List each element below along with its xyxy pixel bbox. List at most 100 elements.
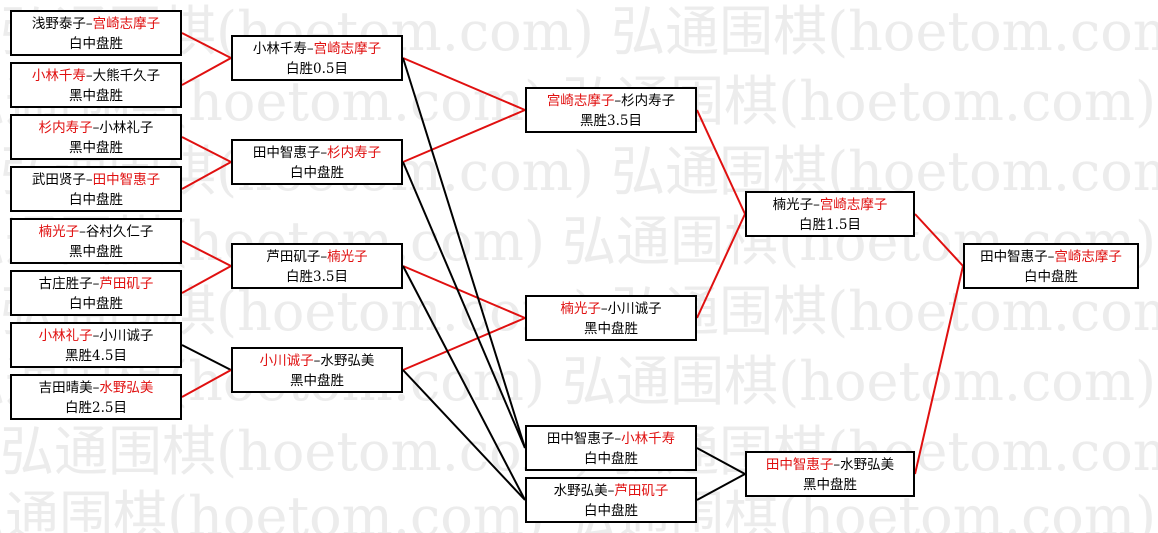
player-name: 水野弘美 [553, 483, 608, 499]
connector-r3m2-r4m1 [696, 213, 746, 319]
vs-dash: – [92, 328, 100, 344]
match-result: 黑中盘胜 [803, 477, 857, 493]
connector-r1m4-r2m2 [181, 161, 232, 190]
connector-r1m6-r2m3 [181, 265, 232, 294]
player-name: 芦田矶子 [99, 276, 154, 292]
connector-r4m2-r5m1 [914, 265, 964, 475]
player-name: 谷村久仁子 [85, 224, 154, 240]
match-players: 古庄胜子–芦田矶子 [12, 274, 180, 294]
player-name: 小林千寿 [252, 41, 307, 57]
match-box-r3m4: 水野弘美–芦田矶子白中盘胜 [525, 477, 697, 523]
match-result: 黑中盘胜 [69, 244, 123, 260]
connector-r1m2-r2m1 [181, 57, 232, 86]
player-name: 田中智惠子 [980, 249, 1048, 265]
match-result: 白中盘胜 [69, 192, 123, 208]
vs-dash: – [92, 276, 100, 292]
match-players: 杉内寿子–小林礼子 [12, 118, 180, 138]
player-name: 小川诚子 [607, 301, 662, 317]
player-name: 楠光子 [327, 249, 368, 265]
connector-r2m3-r3m2 [402, 265, 526, 319]
match-box-r1m2: 小林千寿–大熊千久子黑中盘胜 [10, 62, 182, 108]
match-box-r3m3: 田中智惠子–小林千寿白中盘胜 [525, 425, 697, 471]
player-name: 浅野泰子 [31, 16, 86, 32]
vs-dash: – [306, 41, 314, 57]
player-name: 小林千寿 [31, 68, 86, 84]
match-box-r4m2: 田中智惠子–水野弘美黑中盘胜 [745, 451, 915, 497]
player-name: 小川诚子 [259, 353, 314, 369]
match-result: 白中盘胜 [290, 165, 344, 181]
match-result: 白中盘胜 [69, 36, 123, 52]
vs-dash: – [833, 457, 841, 473]
vs-dash: – [600, 301, 608, 317]
match-players: 楠光子–谷村久仁子 [12, 222, 180, 242]
match-players: 小林礼子–小川诚子 [12, 326, 180, 346]
vs-dash: – [85, 16, 93, 32]
match-players: 芦田矶子–楠光子 [233, 247, 401, 267]
match-result: 白中盘胜 [584, 503, 638, 519]
connector-r2m1-r3m1 [402, 57, 526, 111]
player-name: 田中智惠子 [92, 172, 161, 188]
connector-r2m2-r3m1 [402, 109, 526, 163]
connector-r1m8-r2m4 [181, 369, 232, 398]
player-name: 大熊千久子 [92, 68, 161, 84]
match-players: 小林千寿–宫崎志摩子 [233, 39, 401, 59]
connector-r3m4-r4m2 [696, 473, 746, 501]
player-name: 杉内寿子 [621, 93, 676, 109]
match-box-r2m1: 小林千寿–宫崎志摩子白胜0.5目 [231, 35, 403, 81]
vs-dash: – [85, 68, 93, 84]
player-name: 宫崎志摩子 [313, 41, 382, 57]
player-name: 田中智惠子 [765, 457, 834, 473]
match-players: 田中智惠子–水野弘美 [747, 455, 913, 475]
player-name: 武田贤子 [31, 172, 86, 188]
player-name: 楠光子 [772, 197, 814, 213]
match-players: 田中智惠子–杉内寿子 [233, 143, 401, 163]
vs-dash: – [79, 224, 86, 240]
player-name: 宫崎志摩子 [546, 93, 615, 109]
player-name: 宫崎志摩子 [92, 16, 161, 32]
player-name: 杉内寿子 [327, 145, 382, 161]
connector-r1m1-r2m1 [181, 32, 232, 59]
player-name: 水野弘美 [99, 380, 154, 396]
connector-r2m4-r3m2 [402, 317, 526, 371]
match-result: 白胜3.5目 [286, 269, 348, 285]
match-result: 黑中盘胜 [584, 321, 638, 337]
match-box-r1m3: 杉内寿子–小林礼子黑中盘胜 [10, 114, 182, 160]
connector-r2m4-r3m4 [402, 369, 526, 501]
match-result: 黑中盘胜 [290, 373, 344, 389]
vs-dash: – [313, 353, 321, 369]
player-name: 小川诚子 [99, 328, 154, 344]
match-box-r1m5: 楠光子–谷村久仁子黑中盘胜 [10, 218, 182, 264]
vs-dash: – [85, 172, 93, 188]
match-players: 水野弘美–芦田矶子 [527, 481, 695, 501]
connector-r3m1-r4m1 [696, 109, 746, 215]
vs-dash: – [813, 197, 820, 213]
match-result: 黑中盘胜 [69, 88, 123, 104]
match-result: 白中盘胜 [584, 451, 638, 467]
player-name: 田中智惠子 [252, 145, 321, 161]
match-box-r1m6: 古庄胜子–芦田矶子白中盘胜 [10, 270, 182, 316]
vs-dash: – [1047, 249, 1055, 265]
player-name: 水野弘美 [840, 457, 895, 473]
match-box-r1m4: 武田贤子–田中智惠子白中盘胜 [10, 166, 182, 212]
vs-dash: – [92, 120, 100, 136]
match-result: 白胜0.5目 [286, 61, 348, 77]
match-result: 白中盘胜 [69, 296, 123, 312]
match-box-r4m1: 楠光子–宫崎志摩子白胜1.5目 [745, 191, 915, 237]
player-name: 小林礼子 [99, 120, 154, 136]
match-result: 黑胜3.5目 [580, 113, 642, 129]
player-name: 楠光子 [38, 224, 80, 240]
match-players: 田中智惠子–宫崎志摩子 [965, 247, 1137, 267]
match-players: 吉田晴美–水野弘美 [12, 378, 180, 398]
match-box-r1m1: 浅野泰子–宫崎志摩子白中盘胜 [10, 10, 182, 56]
vs-dash: – [614, 431, 622, 447]
player-name: 小林千寿 [621, 431, 676, 447]
connector-r4m1-r5m1 [914, 213, 964, 267]
match-players: 小林千寿–大熊千久子 [12, 66, 180, 86]
vs-dash: – [320, 249, 328, 265]
connector-r2m2-r3m3 [402, 161, 526, 449]
connector-r3m3-r4m2 [696, 447, 746, 475]
match-result: 白胜1.5目 [799, 217, 861, 233]
player-name: 杉内寿子 [38, 120, 93, 136]
match-result: 黑中盘胜 [69, 140, 123, 156]
